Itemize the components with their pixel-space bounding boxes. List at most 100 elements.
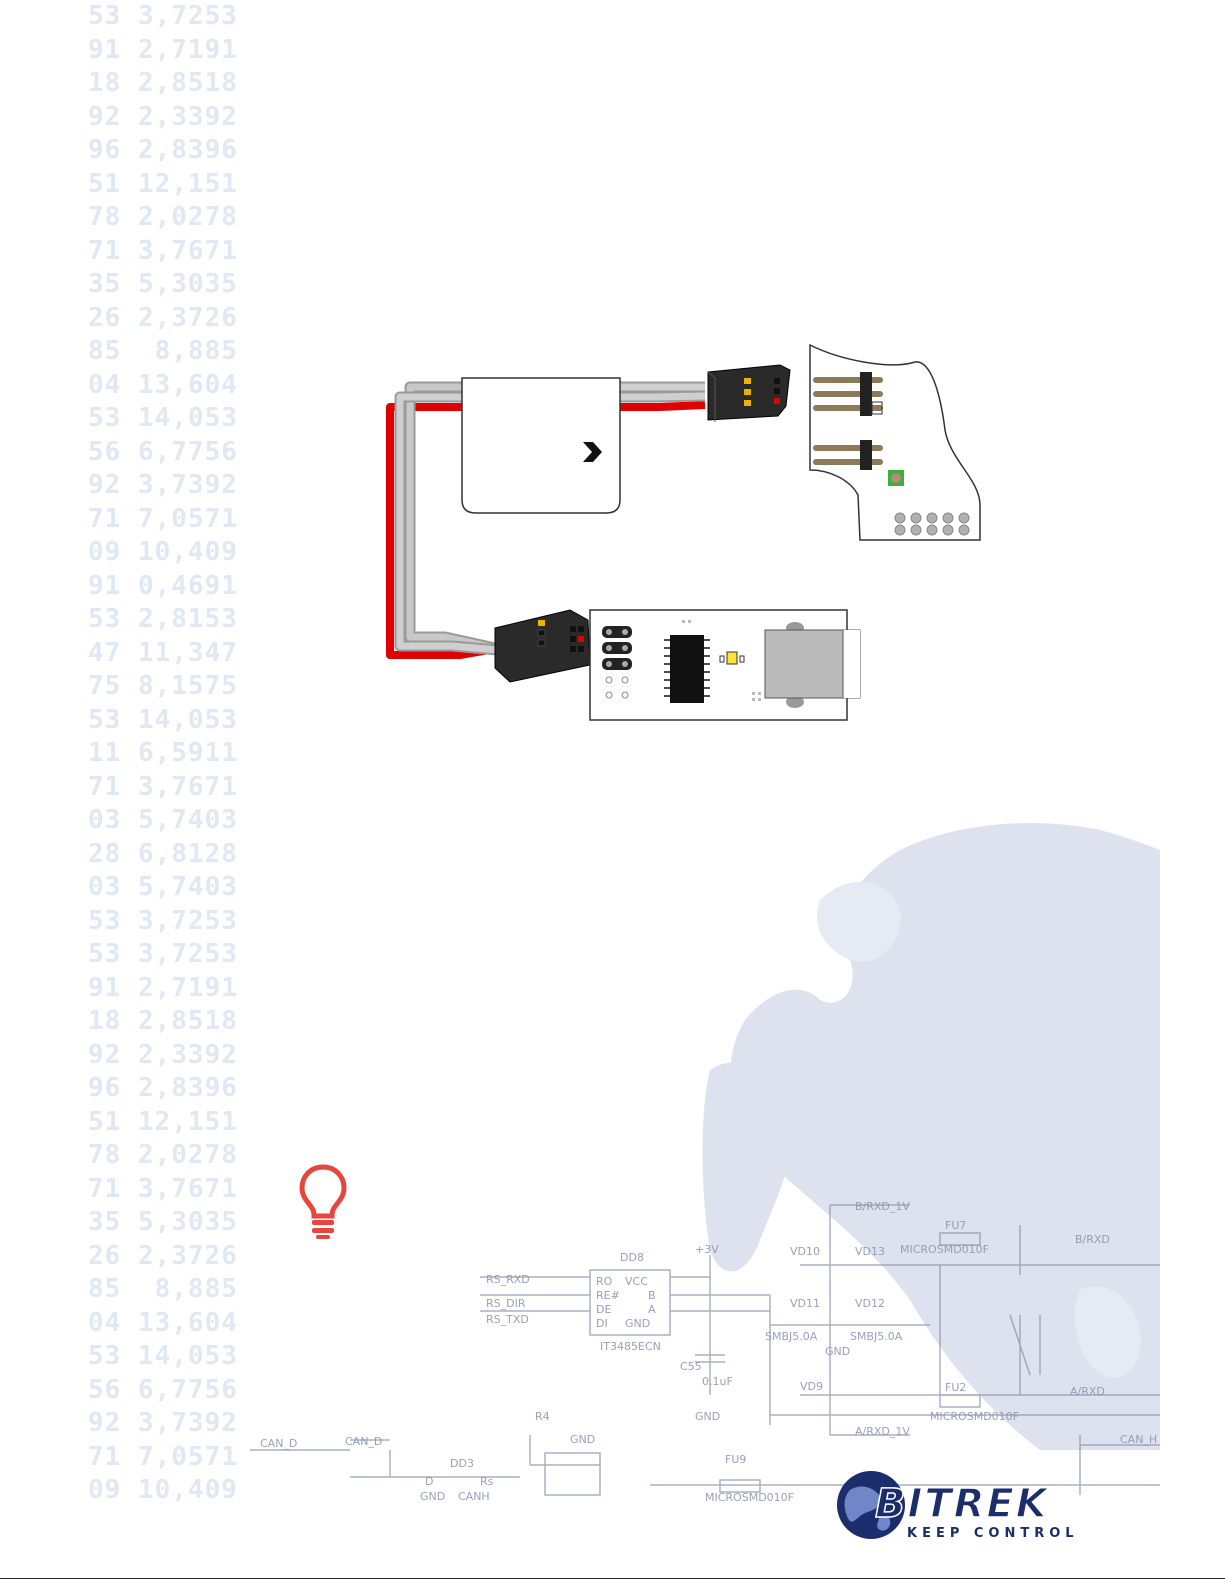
background-number: 51 12,151 <box>88 168 238 199</box>
schematic-text: GND <box>825 1345 850 1358</box>
schematic-text: R4 <box>535 1410 550 1423</box>
connection-diagram <box>386 343 981 721</box>
background-number: 53 3,7253 <box>88 905 238 936</box>
schematic-text: VD10 <box>790 1245 820 1258</box>
document-link-2[interactable] <box>262 868 410 890</box>
schematic-text: CAN_D <box>260 1437 297 1450</box>
schematic-text: VD11 <box>790 1297 820 1310</box>
background-number: 85 8,885 <box>88 336 238 366</box>
background-number: 18 2,8518 <box>88 1006 238 1036</box>
schematic-text: GND <box>570 1433 595 1446</box>
background-number: 92 3,7392 <box>88 470 238 500</box>
links-block <box>262 846 707 894</box>
background-number: 53 14,053 <box>88 403 238 433</box>
schematic-text: DD8 <box>620 1251 644 1264</box>
schematic-text: IT3485ECN <box>600 1340 661 1353</box>
background-number: 26 2,3726 <box>88 302 238 333</box>
background-number: 47 11,347 <box>88 637 238 668</box>
background-number: 71 3,7671 <box>88 235 238 266</box>
schematic-text: RS_TXD <box>486 1313 529 1326</box>
background-number: 09 10,409 <box>88 1475 238 1505</box>
terminal-board <box>809 343 981 541</box>
background-number: 09 10,409 <box>88 537 238 567</box>
background-number: 03 5,7403 <box>88 805 238 835</box>
background-number: 51 12,151 <box>88 1106 238 1137</box>
background-number: 53 2,8153 <box>88 604 238 634</box>
background-number: 71 7,0571 <box>88 503 238 534</box>
background-number: 85 8,885 <box>88 1274 238 1304</box>
schematic-text: MICROSMD010F <box>705 1491 794 1504</box>
background-number: 56 6,7756 <box>88 1374 238 1405</box>
schematic-text: VD13 <box>855 1245 885 1258</box>
schematic-watermark: RS_RXD RS_DIR RS_TXD RO RE# DE DI VCC B … <box>250 1200 1160 1504</box>
background-number: 92 3,7392 <box>88 1408 238 1438</box>
background-number: 35 5,3035 <box>88 1207 238 1237</box>
background-number: 03 5,7403 <box>88 872 238 902</box>
background-number: 91 0,4691 <box>88 570 238 601</box>
schematic-text: GND <box>625 1317 650 1330</box>
schematic-text: DI <box>596 1317 608 1330</box>
schematic-text: B <box>648 1289 656 1302</box>
schematic-text: DE <box>596 1303 611 1316</box>
background-number: 71 3,7671 <box>88 771 238 802</box>
background-number: 78 2,0278 <box>88 1140 238 1170</box>
background-number: 71 3,7671 <box>88 1173 238 1204</box>
schematic-text: B/RXD <box>1075 1233 1110 1246</box>
background-number: 53 3,7253 <box>88 1 238 31</box>
top-connector <box>707 364 791 422</box>
schematic-text: RS_RXD <box>486 1273 530 1286</box>
schematic-text: FU2 <box>945 1381 966 1394</box>
background-number: 28 6,8128 <box>88 838 238 869</box>
background-number: 91 2,7191 <box>88 972 238 1003</box>
schematic-text: VD12 <box>855 1297 885 1310</box>
schematic-text: MICROSMD010F <box>900 1243 989 1256</box>
schematic-text: A/RXD <box>1070 1385 1105 1398</box>
logo-tagline: KEEP CONTROL <box>907 1526 1079 1541</box>
background-number: 71 7,0571 <box>88 1441 238 1472</box>
background-number: 04 13,604 <box>88 369 238 400</box>
usb-converter-board <box>589 609 861 721</box>
schematic-text: B/RXD_1V <box>855 1200 910 1213</box>
footer-link-1[interactable] <box>158 1478 290 1496</box>
document-link-3[interactable] <box>448 868 651 890</box>
lightbulb-icon <box>299 1164 347 1239</box>
schematic-text: FU7 <box>945 1219 966 1232</box>
background-number: 56 6,7756 <box>88 436 238 467</box>
schematic-text: SMBJ5.0A <box>765 1330 818 1343</box>
logo-name: BITREK <box>875 1481 1050 1527</box>
schematic-text: CAN_D <box>345 1435 382 1448</box>
schematic-text: SMBJ5.0A <box>850 1330 903 1343</box>
schematic-text: +3V <box>695 1243 719 1256</box>
background-number: 92 2,3392 <box>88 1039 238 1070</box>
background-number: 75 8,1575 <box>88 671 238 701</box>
schematic-text: VD9 <box>800 1380 823 1393</box>
schematic-text: A <box>648 1303 656 1316</box>
background-number: 26 2,3726 <box>88 1240 238 1271</box>
schematic-text: RE# <box>596 1289 620 1302</box>
schematic-text: CAN_H <box>1120 1433 1157 1446</box>
schematic-text: 0.1uF <box>702 1375 733 1388</box>
schematic-text: GND <box>695 1410 720 1423</box>
schematic-text: D <box>425 1475 433 1488</box>
footer-link-2[interactable] <box>122 1558 267 1576</box>
background-number: 91 2,7191 <box>88 34 238 65</box>
schematic-text: C55 <box>680 1360 702 1373</box>
bitrek-logo: BITREK KEEP CONTROL <box>837 1471 1079 1541</box>
background-number: 35 5,3035 <box>88 269 238 299</box>
schematic-text: MICROSMD010F <box>930 1410 1019 1423</box>
schematic-text: CANH <box>458 1490 490 1503</box>
schematic-text: GND <box>420 1490 445 1503</box>
schematic-text: VCC <box>625 1275 648 1288</box>
background-number: 78 2,0278 <box>88 202 238 232</box>
background-number: 11 6,5911 <box>88 738 238 768</box>
schematic-text: RO <box>596 1275 613 1288</box>
background-number: 96 2,8396 <box>88 135 238 165</box>
background-number: 53 14,053 <box>88 704 238 735</box>
schematic-text: Rs <box>480 1475 494 1488</box>
schematic-text: FU9 <box>725 1453 746 1466</box>
bottom-connector <box>494 609 591 683</box>
background-number: 92 2,3392 <box>88 101 238 132</box>
background-number: 53 3,7253 <box>88 939 238 969</box>
document-link-1[interactable] <box>262 846 707 868</box>
